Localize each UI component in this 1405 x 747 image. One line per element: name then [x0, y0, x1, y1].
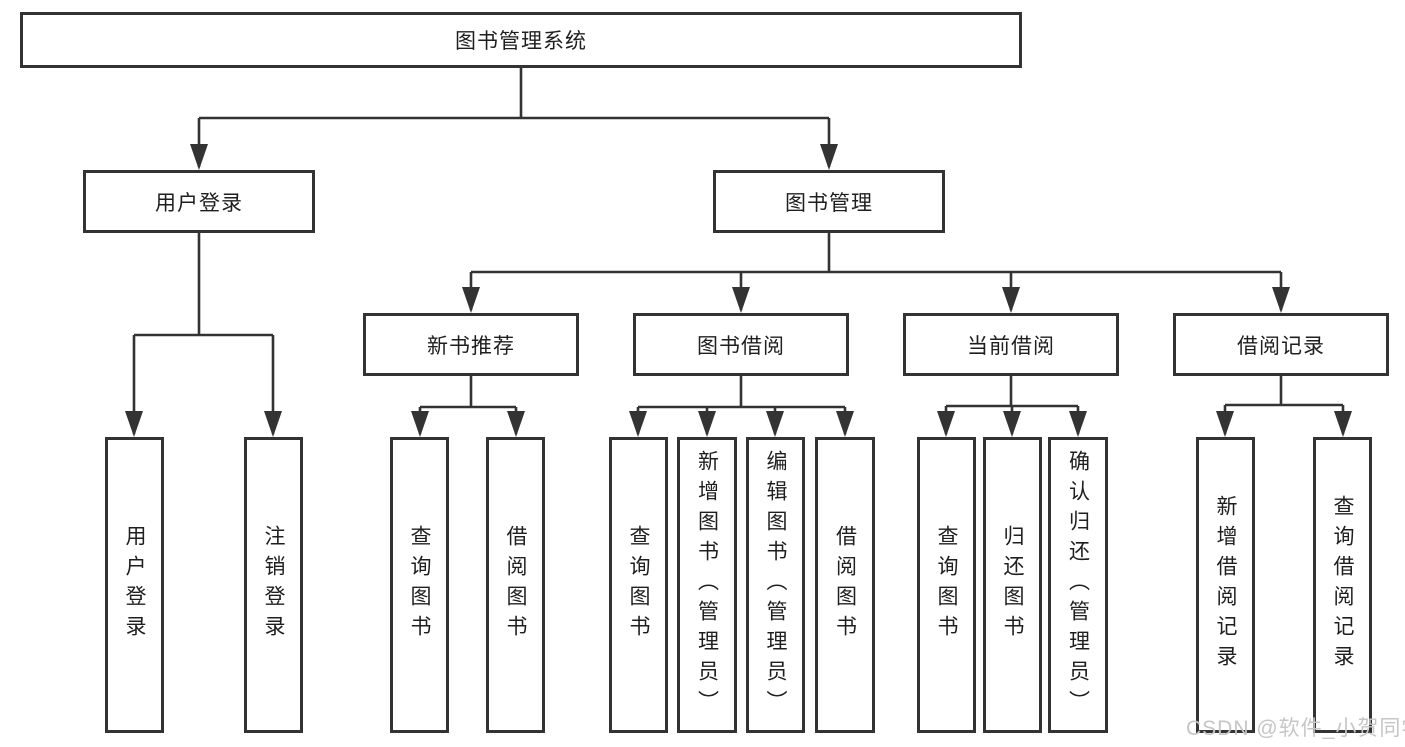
arrow-down-icon [732, 287, 750, 313]
node-label: 新增图书（管理员） [695, 450, 719, 720]
connector-current-to-leaves [937, 376, 1087, 437]
arrow-down-icon [1334, 411, 1352, 437]
arrow-down-icon [264, 411, 282, 437]
leaf-user-login: 用户登录 [105, 437, 164, 733]
node-book-management: 图书管理 [713, 170, 945, 233]
connector-borrow-to-leaves [629, 376, 854, 437]
connector-login-to-leaves [125, 233, 282, 437]
leaf-add-book-admin: 新增图书（管理员） [677, 437, 737, 733]
arrow-down-icon [125, 411, 143, 437]
leaf-query-books-current: 查询图书 [917, 437, 976, 733]
node-new-book-recommend: 新书推荐 [363, 313, 579, 376]
arrow-down-icon [836, 411, 854, 437]
node-label: 查询图书 [408, 525, 431, 645]
arrow-down-icon [462, 287, 480, 313]
leaf-edit-book-admin: 编辑图书（管理员） [746, 437, 805, 733]
leaf-borrow-books-recommend: 借阅图书 [486, 437, 545, 733]
csdn-watermark: CSDN @软件_小贺同学 [1186, 717, 1405, 740]
node-book-borrow: 图书借阅 [633, 313, 849, 376]
connector-recommend-to-leaves [411, 376, 525, 437]
arrow-down-icon [629, 411, 647, 437]
arrow-down-icon [1216, 411, 1234, 437]
node-borrow-records: 借阅记录 [1173, 313, 1389, 376]
node-label: 用户登录 [123, 525, 146, 645]
arrow-down-icon [698, 411, 716, 437]
arrow-down-icon [190, 144, 208, 170]
leaf-confirm-return-admin: 确认归还（管理员） [1048, 437, 1108, 733]
leaf-query-books-recommend: 查询图书 [390, 437, 449, 733]
node-user-login: 用户登录 [83, 170, 315, 233]
node-label: 借阅图书 [504, 525, 527, 645]
node-label: 查询图书 [627, 525, 650, 645]
arrow-down-icon [766, 411, 784, 437]
node-label: 注销登录 [262, 525, 285, 645]
node-label: 查询图书 [935, 525, 958, 645]
arrow-down-icon [1272, 287, 1290, 313]
arrow-down-icon [1069, 411, 1087, 437]
leaf-add-borrow-record: 新增借阅记录 [1196, 437, 1255, 733]
connector-records-to-leaves [1216, 376, 1352, 437]
node-label: 归还图书 [1001, 525, 1024, 645]
leaf-borrow-books: 借阅图书 [815, 437, 875, 733]
node-current-borrow: 当前借阅 [903, 313, 1119, 376]
node-label: 编辑图书（管理员） [764, 450, 787, 720]
leaf-logout: 注销登录 [244, 437, 303, 733]
arrow-down-icon [937, 411, 955, 437]
node-label: 借阅图书 [833, 525, 857, 645]
arrow-down-icon [411, 411, 429, 437]
node-root: 图书管理系统 [20, 12, 1022, 68]
node-label: 确认归还（管理员） [1066, 450, 1090, 720]
arrow-down-icon [507, 411, 525, 437]
leaf-return-book: 归还图书 [983, 437, 1042, 733]
arrow-down-icon [1002, 287, 1020, 313]
node-label: 查询借阅记录 [1331, 495, 1354, 675]
connector-management-to-level3 [462, 233, 1290, 313]
arrow-down-icon [1003, 411, 1021, 437]
connector-root-to-level2 [190, 68, 838, 170]
leaf-query-borrow-record: 查询借阅记录 [1313, 437, 1372, 733]
leaf-query-books-borrow: 查询图书 [609, 437, 668, 733]
arrow-down-icon [820, 144, 838, 170]
node-label: 新增借阅记录 [1214, 495, 1237, 675]
